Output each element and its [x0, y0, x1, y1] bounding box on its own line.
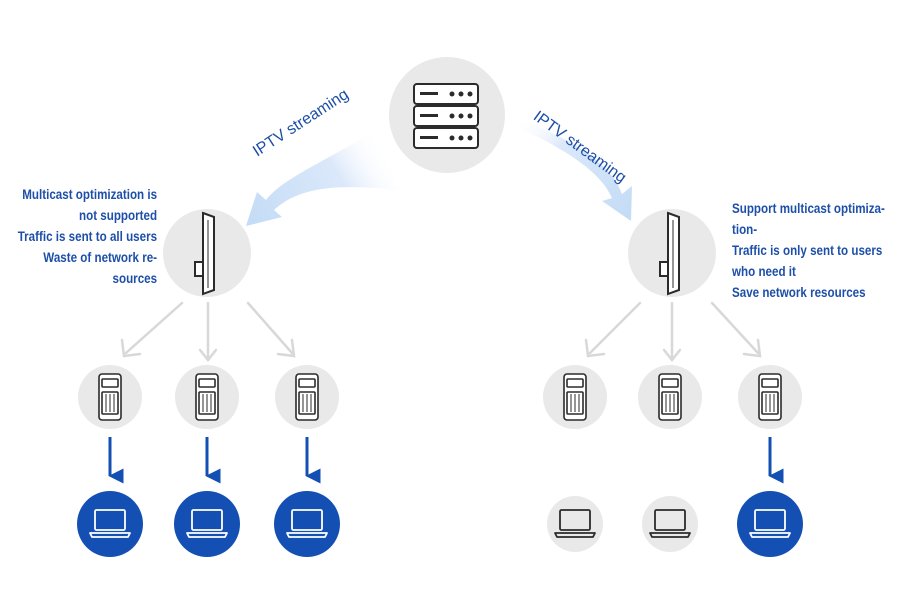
laptop-icon — [749, 509, 791, 538]
bridge-node — [638, 365, 702, 429]
laptop-icon — [89, 509, 131, 538]
client-laptop — [547, 496, 603, 552]
right-description-line: Save network resources — [732, 285, 866, 300]
server-node — [389, 57, 505, 173]
left-description-line: Waste of network re- — [43, 250, 157, 265]
laptop-icon — [186, 509, 228, 538]
left-description-line: sources — [112, 271, 157, 286]
stream-arrow-left — [246, 128, 398, 226]
distribution-arrows — [120, 301, 762, 363]
client-laptop — [77, 491, 143, 557]
right-description-line: tion- — [732, 222, 758, 237]
left-description-line: Multicast optimization is — [22, 187, 157, 202]
access-point-left — [163, 209, 251, 297]
left-description: Multicast optimization is not supported … — [18, 184, 157, 289]
right-description: Support multicast optimiza- tion- Traffi… — [732, 198, 885, 303]
client-laptop — [737, 491, 803, 557]
left-description-line: Traffic is sent to all users — [17, 229, 157, 244]
laptop-icon — [649, 509, 691, 538]
bridge-node — [275, 365, 339, 429]
client-laptop — [174, 491, 240, 557]
right-description-line: Support multicast optimiza- — [732, 201, 885, 216]
bridge-node — [78, 365, 142, 429]
left-description-line: not supported — [78, 208, 157, 223]
server-rack-icon — [413, 83, 479, 149]
bridge-node — [738, 365, 802, 429]
laptop-icon — [554, 509, 596, 538]
right-description-line: who need it — [732, 264, 796, 279]
access-point-right — [628, 209, 716, 297]
client-laptop — [274, 491, 340, 557]
right-description-line: Traffic is only sent to users — [732, 243, 883, 258]
client-laptop — [642, 496, 698, 552]
bridge-node — [175, 365, 239, 429]
stream-arrow-right — [512, 118, 632, 221]
bridge-node — [543, 365, 607, 429]
laptop-icon — [286, 509, 328, 538]
